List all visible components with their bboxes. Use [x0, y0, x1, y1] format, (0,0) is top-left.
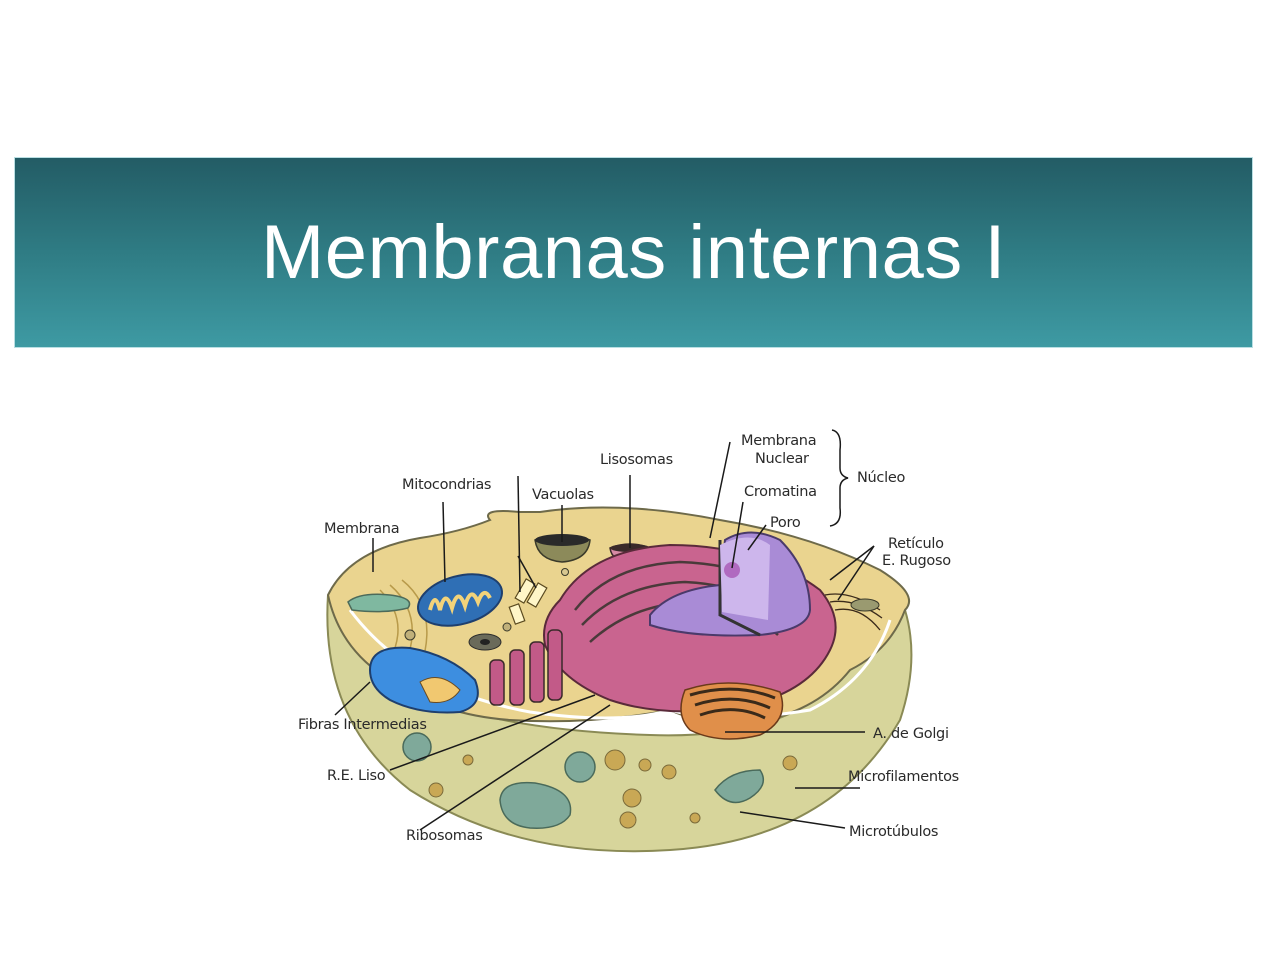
label-membrana: Membrana	[324, 521, 400, 537]
label-nucleo: Núcleo	[857, 470, 906, 486]
label-membrana-nuclear-2: Nuclear	[755, 451, 809, 467]
label-poro: Poro	[770, 515, 801, 531]
cell-illustration	[326, 429, 913, 853]
label-vacuolas: Vacuolas	[532, 487, 594, 503]
cell-diagram: Membrana Mitocondrias Vacuolas Lisosomas…	[290, 420, 990, 870]
label-fibras-intermedias: Fibras Intermedias	[298, 717, 427, 733]
label-reticulo-rugoso-1: Retículo	[888, 536, 944, 552]
mitochondrion-1	[417, 573, 503, 627]
label-microtubulos: Microtúbulos	[849, 824, 939, 840]
label-lisosomas: Lisosomas	[600, 452, 673, 468]
centriole	[508, 578, 548, 625]
label-ribosomas: Ribosomas	[406, 828, 483, 844]
label-re-liso: R.E. Liso	[327, 768, 386, 784]
nucleus-bracket	[829, 429, 849, 527]
label-microfilamentos: Microfilamentos	[848, 769, 959, 785]
label-reticulo-rugoso-2: E. Rugoso	[882, 553, 951, 569]
label-mitocondrias: Mitocondrias	[402, 477, 492, 493]
label-golgi: A. de Golgi	[873, 726, 949, 742]
label-cromatina: Cromatina	[744, 484, 817, 500]
smooth-er	[489, 629, 563, 706]
label-membrana-nuclear-1: Membrana	[741, 433, 817, 449]
chromatin	[724, 562, 740, 578]
slide-title: Membranas internas I	[261, 209, 1006, 295]
title-banner: Membranas internas I	[14, 157, 1253, 348]
